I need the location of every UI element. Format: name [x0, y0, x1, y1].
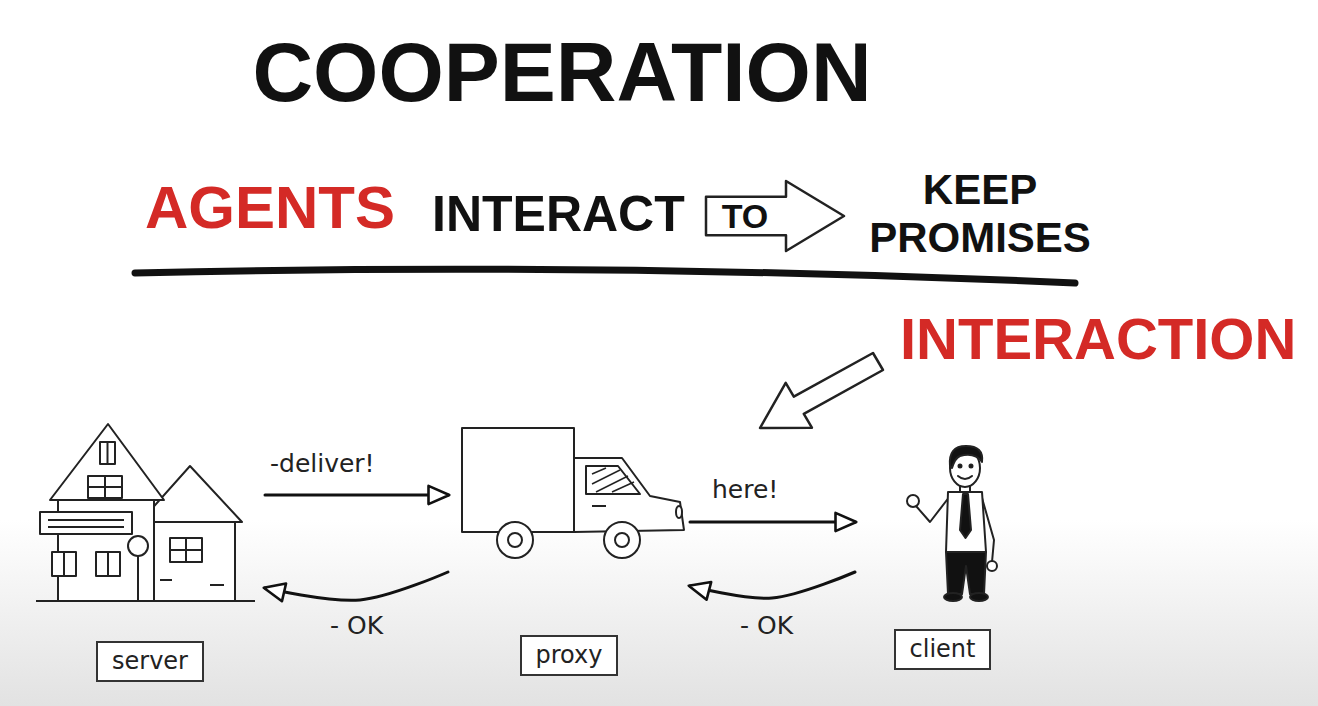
edge-label: -deliver!: [270, 450, 375, 478]
connector-arrow: [265, 494, 448, 497]
headline-word: AGENTS: [145, 178, 395, 238]
callout-word: INTERACTION: [900, 310, 1296, 368]
edge-label: here!: [712, 476, 778, 504]
edge-label: - OK: [330, 612, 383, 640]
agent-node: server: [35, 420, 265, 682]
arrow-shape: TO: [704, 179, 846, 253]
ground: [0, 520, 1318, 706]
node-label: TO: [722, 199, 769, 233]
connector-arrow: [690, 572, 855, 598]
agent-node: proxy: [448, 420, 690, 676]
edge-label: - OK: [740, 612, 793, 640]
person-illustration: [907, 446, 997, 601]
house-illustration: [36, 424, 255, 601]
connector-arrow: [690, 521, 855, 524]
pointer-arrow: [760, 353, 883, 428]
headline-phrase: KEEP PROMISES: [862, 166, 1098, 263]
truck-illustration: [462, 428, 684, 558]
node-label: client: [894, 629, 992, 670]
underline: [135, 269, 1075, 283]
connector-arrow: [265, 572, 448, 600]
title: COOPERATION: [0, 30, 1124, 114]
arrow-outline: [706, 181, 844, 251]
headline-word: INTERACT: [432, 189, 685, 239]
node-label: proxy: [520, 635, 619, 676]
agent-node: client: [855, 420, 1030, 670]
node-label: server: [96, 641, 204, 682]
